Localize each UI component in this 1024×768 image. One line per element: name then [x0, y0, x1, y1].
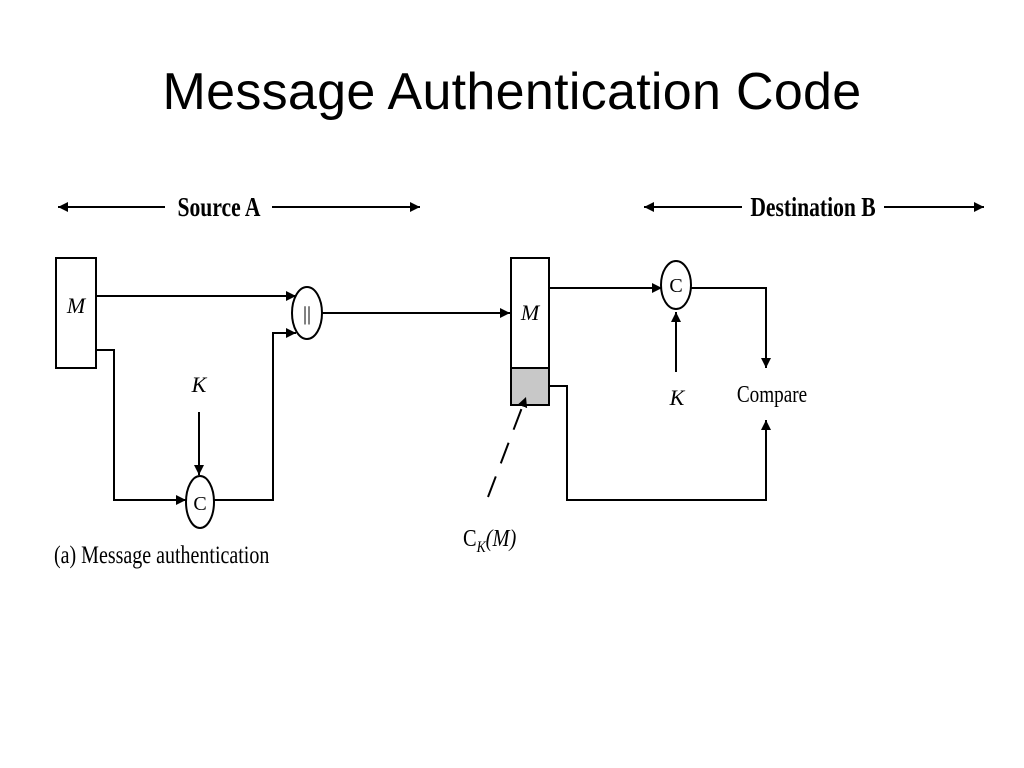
- diagram-caption: (a) Message authentication: [54, 541, 269, 569]
- source-key-label: K: [191, 372, 208, 397]
- mac-to-concat-path: [214, 328, 296, 501]
- source-message-box: [55, 257, 97, 369]
- destination-mac-block: [510, 367, 550, 406]
- source-mac-function-node: [185, 475, 215, 529]
- mac-label-argument: (M): [486, 524, 517, 551]
- destination-mac-function-node: [660, 260, 692, 310]
- received-mac-to-compare-path: [549, 385, 771, 501]
- destination-key-label: K: [669, 385, 686, 410]
- source-label: Source A: [178, 193, 261, 223]
- slide-title: Message Authentication Code: [162, 63, 862, 121]
- source-message-label: M: [66, 293, 87, 318]
- message-to-mac-path: [96, 349, 186, 505]
- mac-value-label: CK(M): [463, 524, 516, 556]
- concat-symbol: ||: [303, 303, 311, 325]
- mac-label-c: C: [463, 524, 477, 551]
- source-mac-function-label: C: [193, 493, 206, 515]
- mac-pointer-arrow: [487, 396, 528, 498]
- mac-to-compare-path: [691, 287, 771, 368]
- destination-mac-function-label: C: [669, 275, 682, 297]
- svg-text:CK(M): CK(M): [463, 524, 516, 556]
- mac-label-subscript-k: K: [476, 539, 487, 556]
- destination-label: Destination B: [750, 193, 875, 223]
- compare-label: Compare: [737, 381, 807, 408]
- destination-message-label: M: [520, 300, 541, 325]
